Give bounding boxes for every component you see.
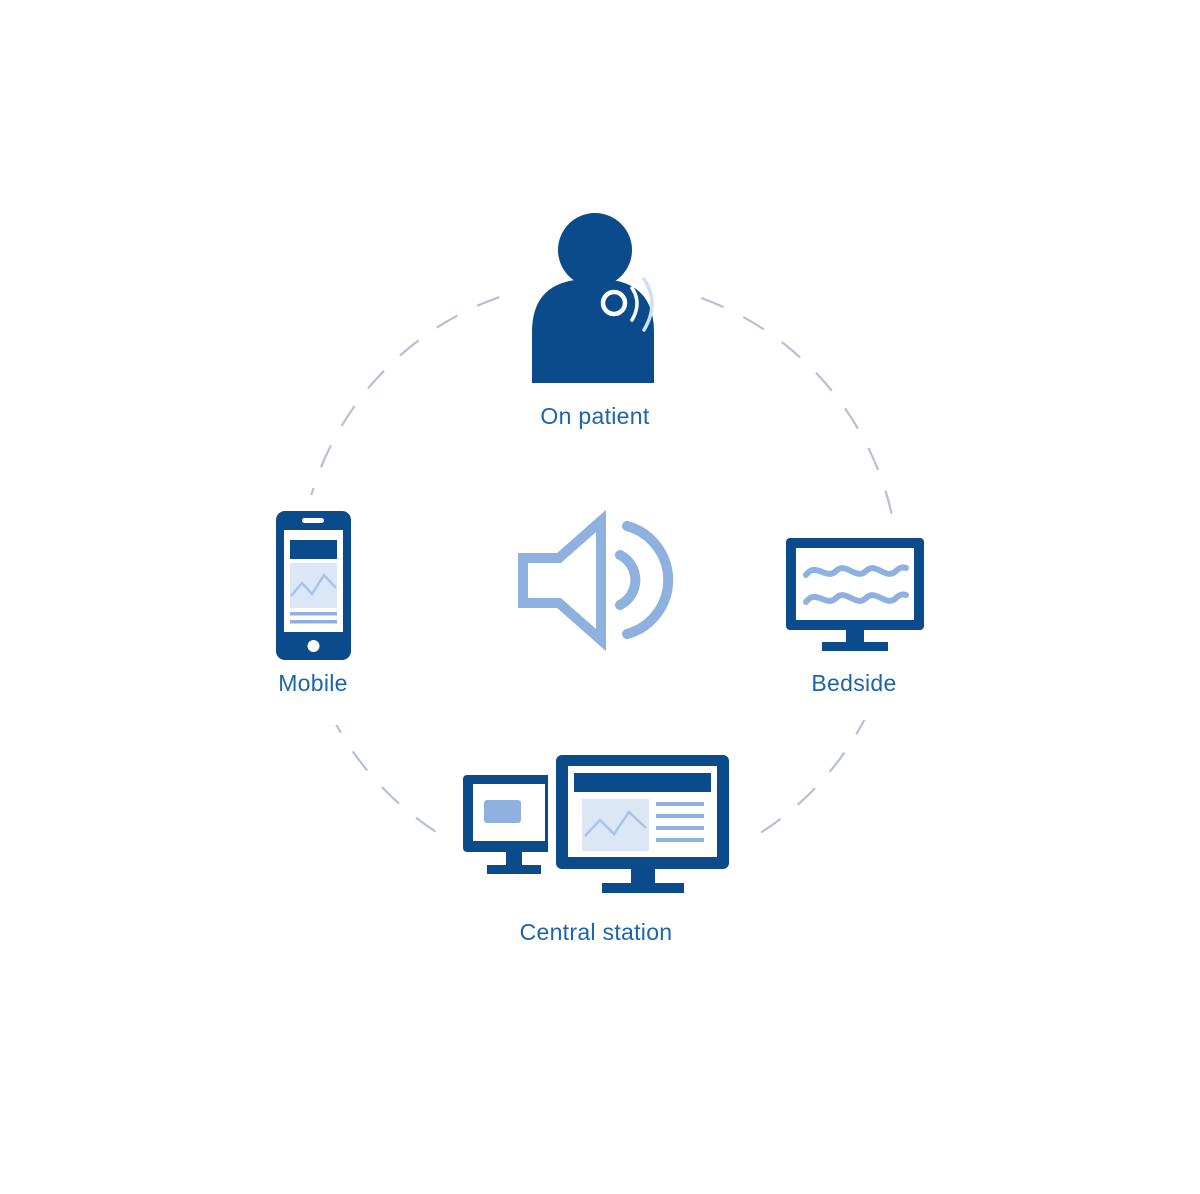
waveform-icon xyxy=(803,564,909,578)
central-station-label: Central station xyxy=(519,919,673,945)
trend-line-icon xyxy=(584,810,647,837)
sensor-icon xyxy=(600,289,628,317)
mobile-label: Mobile xyxy=(278,670,348,696)
bedside-label: Bedside xyxy=(811,670,897,696)
waveform-icon xyxy=(803,591,909,605)
home-button-icon xyxy=(307,640,320,652)
mobile-phone-icon xyxy=(276,511,351,660)
trend-line-icon xyxy=(290,572,337,597)
bedside-monitor-icon xyxy=(786,538,924,651)
signal-waves-icon xyxy=(630,286,639,322)
speaker-alarm-icon xyxy=(518,509,674,652)
central-station-workstation-icon xyxy=(463,748,736,893)
patient-with-wearable-sensor-icon xyxy=(532,213,654,383)
on-patient-label: On patient xyxy=(540,403,650,429)
